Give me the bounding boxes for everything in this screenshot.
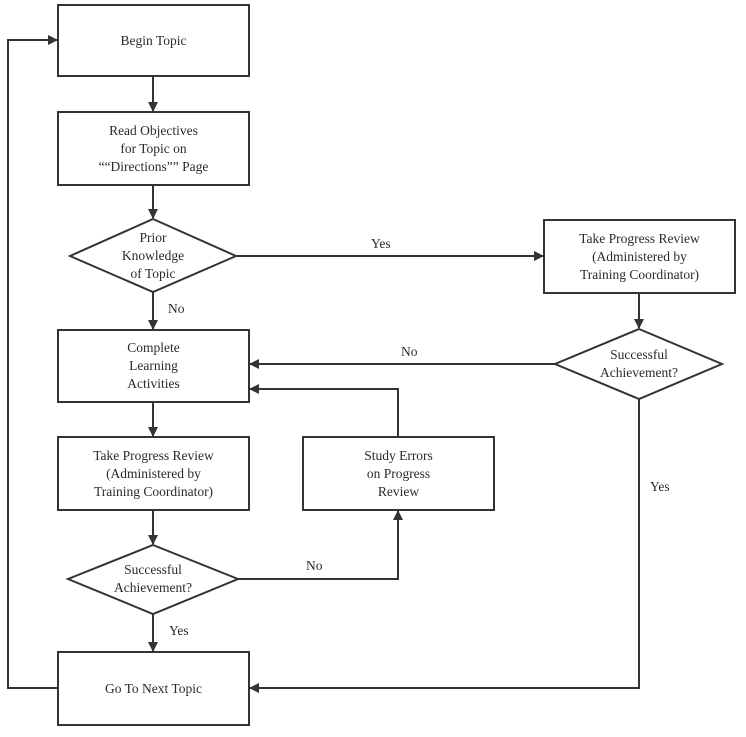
- arrow-success-left-no: [238, 510, 403, 580]
- edge-label-right-yes: Yes: [650, 479, 670, 494]
- begin-topic-label: Begin Topic: [120, 32, 187, 48]
- read-objectives-label: Read Objectives for Topic on ““Direction…: [98, 122, 209, 174]
- next-topic-label: Go To Next Topic: [105, 680, 202, 696]
- edge-label-right-no: No: [401, 344, 418, 359]
- prior-knowledge-label: Prior Knowledge of Topic: [121, 230, 185, 281]
- study-errors-label: Study Errors on Progress Review: [364, 447, 433, 499]
- success-right-label: Successful Achievement?: [600, 347, 678, 380]
- arrow-success-right-yes: [249, 399, 640, 693]
- arrow-loop-to-begin: [7, 35, 58, 689]
- success-left-label: Successful Achievement?: [114, 562, 192, 595]
- complete-activities-label: Complete Learning Activities: [127, 340, 180, 391]
- edge-label-left-yes: Yes: [169, 623, 189, 638]
- edge-label-left-no: No: [306, 558, 323, 573]
- edge-label-prior-no: No: [168, 301, 185, 316]
- arrow-study-to-complete: [249, 384, 399, 437]
- take-review-left-label: Take Progress Review (Administered by Tr…: [93, 447, 214, 499]
- edge-label-prior-yes: Yes: [371, 236, 391, 251]
- take-review-right-label: Take Progress Review (Administered by Tr…: [579, 230, 700, 282]
